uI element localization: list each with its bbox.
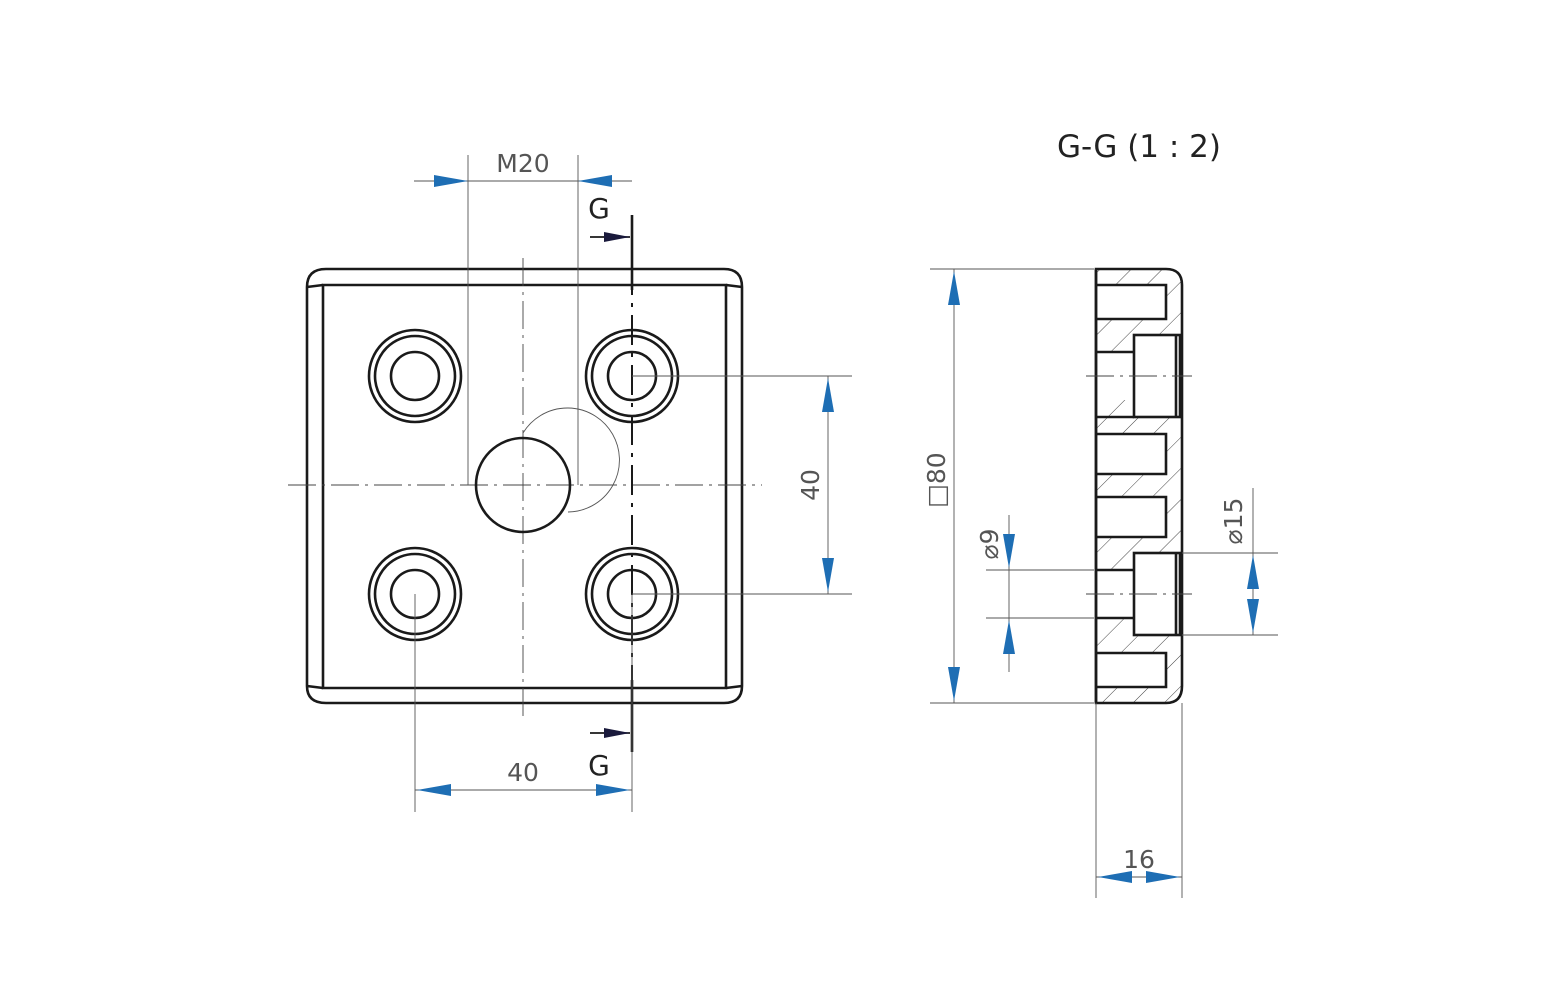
plate-outer-outline	[305, 267, 744, 705]
dim-arrow	[434, 175, 468, 187]
dim-arrow	[1247, 599, 1259, 633]
dim-arrow	[417, 784, 451, 796]
dim-counterbore-diameter: ⌀15	[1219, 498, 1248, 545]
dim-thread-label: M20	[496, 149, 549, 178]
dim-arrow	[596, 784, 630, 796]
dim-arrow	[1003, 534, 1015, 568]
section-label-top: G	[588, 192, 610, 225]
section-label-bottom: G	[588, 749, 610, 782]
dim-arrow	[1146, 871, 1180, 883]
dim-bore-diameter: ⌀9	[975, 529, 1004, 560]
section-view-title: G-G (1 : 2)	[1057, 129, 1221, 165]
thread-arc	[522, 407, 620, 513]
dim-arrow	[822, 378, 834, 412]
section-outline	[1094, 267, 1184, 705]
section-arrow-top	[604, 232, 630, 242]
dim-arrow	[948, 667, 960, 701]
dim-arrow	[1098, 871, 1132, 883]
dim-horizontal-spacing: 40	[507, 758, 539, 787]
counterbore-hole-top-left	[367, 328, 463, 424]
dim-arrow	[948, 271, 960, 305]
dim-arrow	[1003, 620, 1015, 654]
front-view: G G M20 40 40	[288, 149, 852, 812]
section-view: G-G (1 : 2)	[922, 129, 1278, 898]
threaded-hole-m20	[474, 436, 572, 534]
dim-arrow	[822, 558, 834, 592]
dim-arrow	[578, 175, 612, 187]
dim-vertical-spacing: 40	[796, 469, 825, 501]
dim-arrow	[1247, 555, 1259, 589]
section-arrow-bottom	[604, 728, 630, 738]
dim-square-size: □80	[922, 452, 951, 507]
dim-thickness: 16	[1123, 845, 1155, 874]
